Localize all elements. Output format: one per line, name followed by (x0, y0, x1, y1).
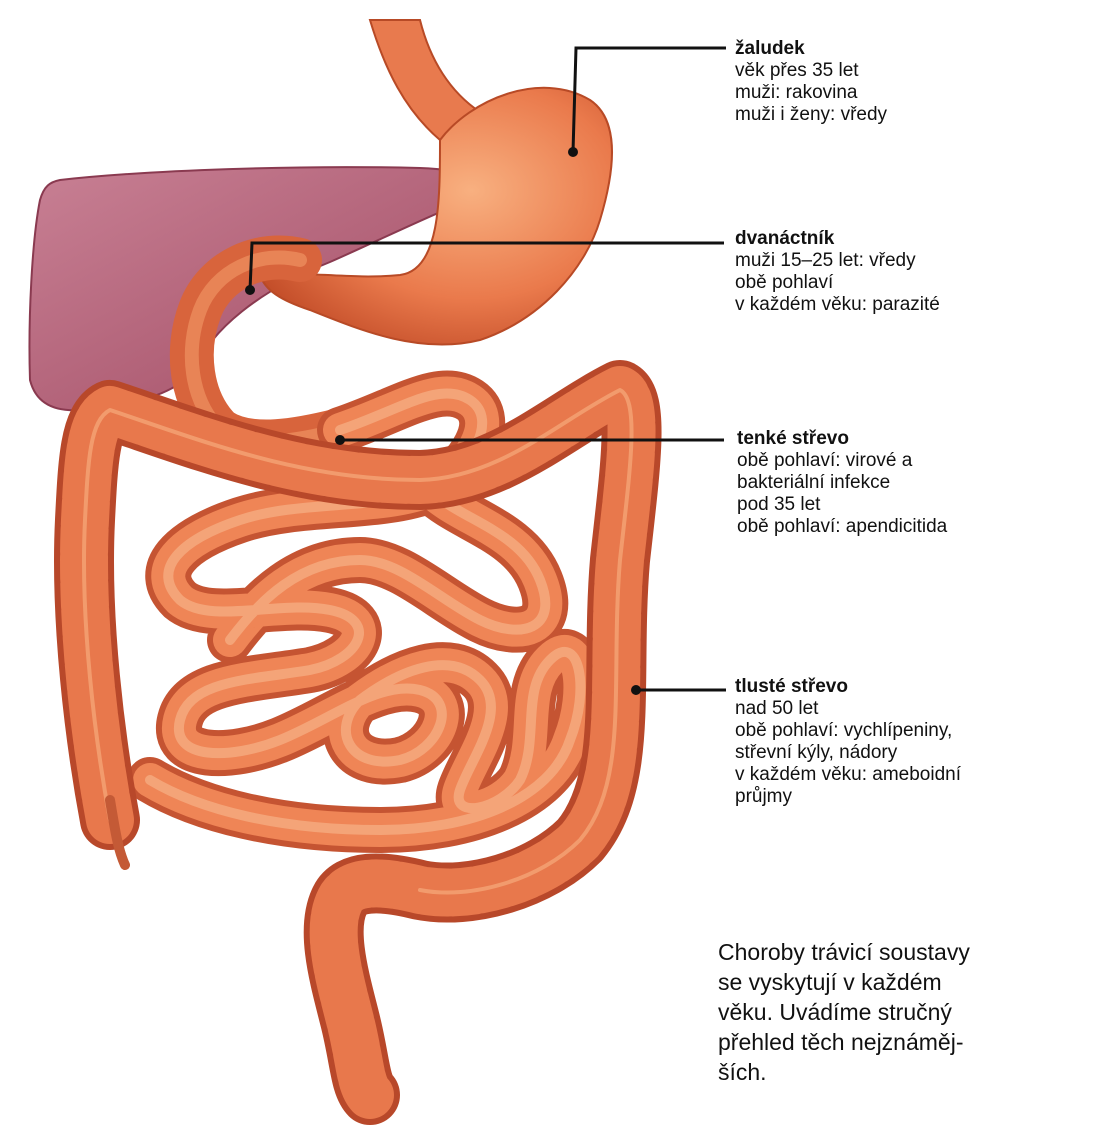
label-stomach-title: žaludek (735, 38, 805, 59)
label-duodenum: dvanáctník muži 15–25 let: vředy obě poh… (735, 228, 940, 316)
label-duodenum-line: v každém věku: parazité (735, 294, 940, 315)
label-duodenum-line: muži 15–25 let: vředy (735, 250, 916, 271)
leader-line-duodenum (248, 241, 724, 291)
caption-line: Choroby trávicí soustavy (718, 939, 970, 965)
label-large-intestine-line: střevní kýly, nádory (735, 742, 898, 763)
appendix-shape (105, 795, 130, 870)
label-large-intestine: tlusté střevo nad 50 let obě pohlaví: vy… (735, 676, 961, 808)
caption: Choroby trávicí soustavy se vyskytují v … (718, 937, 970, 1087)
stomach-shape (258, 86, 613, 346)
label-duodenum-title: dvanáctník (735, 228, 835, 249)
caption-line: se vyskytují v každém (718, 969, 942, 995)
leader-dots (245, 147, 641, 695)
leader-lines (248, 46, 726, 692)
caption-line: věku. Uvádíme stručný (718, 999, 952, 1025)
label-large-intestine-line: nad 50 let (735, 698, 819, 719)
label-small-intestine-line: obě pohlaví: virové a (737, 450, 913, 471)
caption-line: přehled těch nejznáměj- (718, 1029, 964, 1055)
liver-shape (28, 166, 497, 412)
label-stomach-line: muži i ženy: vředy (735, 104, 888, 125)
label-duodenum-line: obě pohlaví (735, 272, 834, 293)
leader-line-stomach (571, 46, 726, 153)
label-stomach-line: muži: rakovina (735, 82, 858, 103)
caption-line: ších. (718, 1059, 767, 1085)
label-stomach-line: věk přes 35 let (735, 60, 859, 81)
label-stomach: žaludek věk přes 35 let muži: rakovina m… (735, 38, 887, 126)
label-small-intestine: tenké střevo obě pohlaví: virové a bakte… (737, 428, 947, 538)
label-small-intestine-line: pod 35 let (737, 494, 821, 515)
label-small-intestine-line: obě pohlaví: apendicitida (737, 516, 948, 537)
label-large-intestine-line: průjmy (735, 786, 793, 807)
label-large-intestine-title: tlusté střevo (735, 676, 848, 697)
label-large-intestine-line: v každém věku: ameboidní (735, 764, 962, 785)
label-large-intestine-line: obě pohlaví: vychlípeniny, (735, 720, 953, 741)
large-intestine-shape (54, 360, 662, 1125)
label-small-intestine-title: tenké střevo (737, 428, 849, 449)
small-intestine-shape (127, 370, 604, 853)
label-small-intestine-line: bakteriální infekce (737, 472, 891, 493)
